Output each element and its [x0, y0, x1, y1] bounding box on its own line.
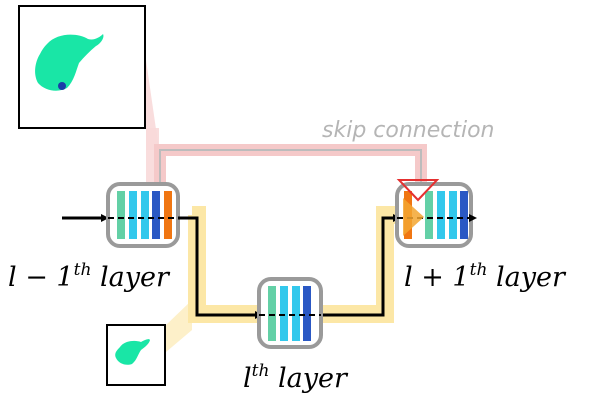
layer-prev-base: l − 1	[8, 262, 74, 293]
skip-connection-label: skip connection	[322, 118, 495, 143]
layer-prev-block	[106, 182, 180, 248]
layer-curr-label: lth layer	[243, 361, 347, 394]
bar-teal	[268, 286, 276, 341]
main-path-line	[178, 216, 263, 319]
layer-prev-sup: th	[73, 260, 92, 280]
bar-teal	[117, 191, 125, 239]
layer-next-sup: th	[469, 260, 488, 280]
layer-next-block	[395, 179, 477, 248]
organ-blob-small	[115, 339, 150, 365]
skip-merge-triangle-icon	[396, 179, 440, 202]
top-inset-connector-wedge	[146, 60, 159, 150]
layer-curr-word: layer	[269, 363, 347, 394]
bar-cyan	[280, 286, 288, 341]
layer-next-base: l + 1	[404, 262, 470, 293]
bar-cyan-2	[292, 286, 300, 341]
layer-next-word: layer	[487, 262, 565, 293]
layer-prev-word: layer	[91, 262, 169, 293]
bar-cyan-2	[449, 191, 457, 239]
bar-cyan-2	[141, 191, 149, 239]
organ-spot	[58, 82, 66, 90]
bar-cyan	[129, 191, 137, 239]
bar-blue	[303, 286, 311, 341]
bar-teal	[425, 191, 433, 239]
top-inset-image	[18, 5, 146, 129]
bar-orange	[164, 191, 172, 239]
skip-connection-line	[159, 149, 422, 187]
skip-connection-band	[154, 144, 427, 187]
bar-cyan	[437, 191, 445, 239]
bottom-inset-image	[106, 324, 166, 386]
layer-next-label: l + 1th layer	[404, 260, 565, 293]
bar-blue	[152, 191, 160, 239]
layer-prev-label: l − 1th layer	[8, 260, 169, 293]
layer-curr-base: l	[243, 363, 252, 394]
main-path-line-2	[320, 214, 401, 317]
layer-curr-block	[257, 277, 323, 349]
layer-curr-sup: th	[251, 361, 270, 381]
main-merge-triangle-icon	[403, 198, 424, 236]
bar-blue	[460, 191, 468, 239]
bottom-inset-connector	[166, 300, 192, 352]
organ-blob-large	[35, 34, 104, 91]
